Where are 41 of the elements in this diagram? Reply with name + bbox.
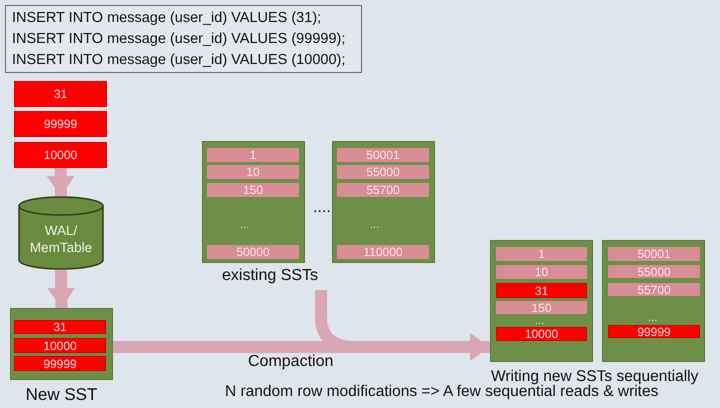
sst-heading: New SST bbox=[24, 386, 98, 403]
ellipsis: ... bbox=[370, 220, 380, 231]
row-entry: 99999 bbox=[608, 325, 700, 338]
row-entry: 110000 bbox=[337, 245, 429, 259]
row-entry: 150 bbox=[496, 301, 587, 314]
arrow bbox=[47, 270, 76, 308]
row-entry: 55000 bbox=[337, 165, 429, 179]
row-entry: 99999 bbox=[14, 356, 106, 371]
row-entry: 31 bbox=[496, 283, 587, 298]
arrow bbox=[113, 333, 490, 361]
row-entry: 50001 bbox=[337, 148, 429, 162]
cylinder-label: WAL/ MemTable bbox=[28, 222, 94, 256]
row-entry: 150 bbox=[207, 183, 299, 197]
ellipsis: ... bbox=[240, 220, 250, 231]
row-entry: 10 bbox=[207, 165, 299, 179]
code-line: INSERT INTO message (user_id) VALUES (31); bbox=[12, 9, 322, 28]
caption-text: N random row modifications => A few sequential reads & writes bbox=[225, 384, 658, 400]
row-entry: 10 bbox=[496, 265, 587, 279]
caption-text: existing SSTs bbox=[222, 268, 318, 284]
row-entry: 55700 bbox=[337, 183, 429, 197]
row-entry: 1 bbox=[207, 148, 299, 162]
row-entry: 1 bbox=[496, 247, 587, 261]
row-entry: 10000 bbox=[14, 142, 107, 168]
row-entry: 55000 bbox=[608, 265, 700, 278]
code-line: INSERT INTO message (user_id) VALUES (10000); bbox=[12, 51, 346, 70]
ellipsis: ... bbox=[535, 316, 544, 327]
row-entry: 31 bbox=[14, 320, 106, 334]
row-entry: 10000 bbox=[496, 327, 587, 341]
code-box bbox=[5, 5, 362, 73]
caption-text: Writing new SSTs sequentially bbox=[491, 369, 698, 384]
caption-text: .... bbox=[313, 200, 331, 216]
ellipsis: ... bbox=[648, 313, 658, 324]
row-entry: 99999 bbox=[14, 111, 107, 137]
arrow bbox=[46, 168, 75, 196]
row-entry: 55700 bbox=[608, 283, 700, 296]
row-entry: 50000 bbox=[207, 245, 299, 259]
row-entry: 50001 bbox=[608, 247, 700, 261]
code-line: INSERT INTO message (user_id) VALUES (99999); bbox=[12, 30, 346, 49]
edge-label: Compaction bbox=[246, 353, 336, 371]
row-entry: 10000 bbox=[14, 338, 106, 353]
row-entry: 31 bbox=[14, 81, 107, 107]
